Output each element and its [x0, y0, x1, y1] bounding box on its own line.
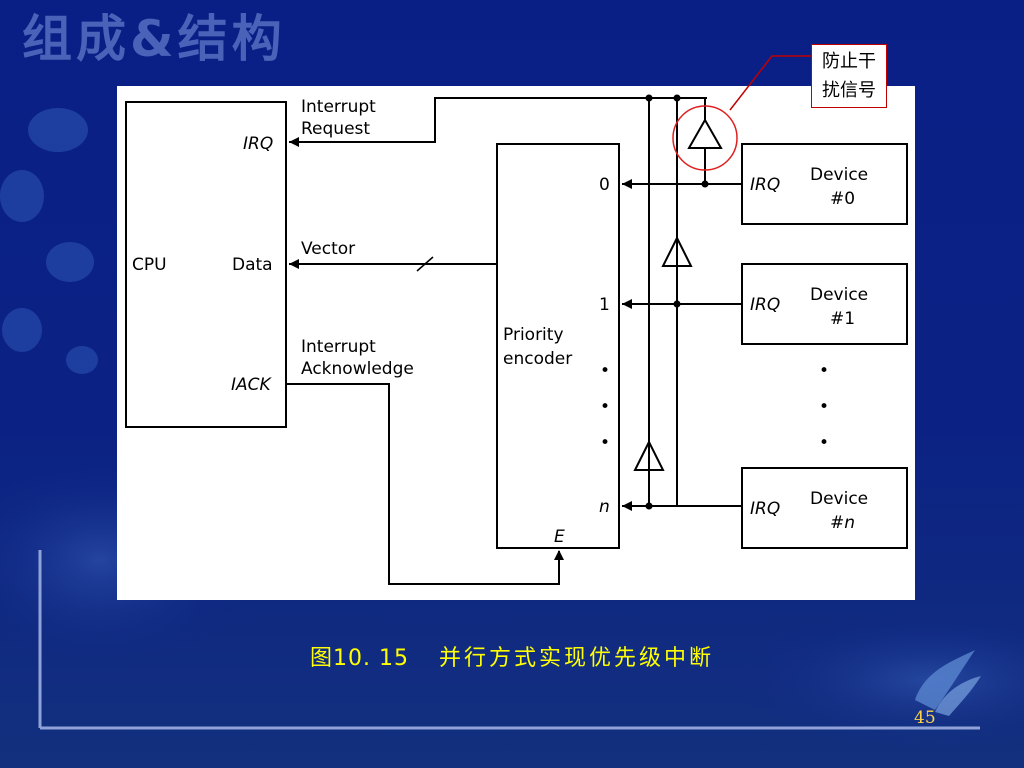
interrupt-diagram: CPU IRQ Data IACK Interrupt Request Vect…: [125, 94, 908, 585]
cpu-label: CPU: [132, 255, 167, 275]
encoder-input-1: 1: [599, 295, 610, 315]
cpu-irq-pin: IRQ: [243, 134, 273, 154]
encoder-label-1: Priority: [503, 325, 564, 345]
annotation-line-1: 防止干: [822, 51, 876, 72]
highlight-circle: [672, 105, 738, 171]
device-0-irq: IRQ: [750, 175, 780, 195]
irq-line: [289, 97, 705, 143]
buffer-0: [687, 117, 723, 149]
slide-title: 组成&结构: [22, 10, 286, 68]
iack-line: [286, 383, 560, 585]
device-dot-3: •: [819, 433, 829, 453]
interrupt-request-label-2: Request: [301, 119, 370, 139]
buffer-n: [633, 439, 665, 471]
callout-line: [729, 55, 812, 111]
encoder-input-0: 0: [599, 175, 610, 195]
encoder-box: [496, 143, 620, 549]
interrupt-ack-label-2: Acknowledge: [301, 359, 414, 379]
annotation-note: 防止干 扰信号: [811, 44, 887, 108]
caption-text: 并行方式实现优先级中断: [438, 646, 714, 671]
encoder-dot-1: •: [600, 361, 610, 381]
device-1-name-2: #1: [830, 309, 855, 329]
device-n-name-2: #n: [830, 513, 855, 533]
cpu-box: [125, 101, 287, 428]
device-box-n: [741, 467, 908, 549]
encoder-label-2: encoder: [503, 349, 572, 369]
figure-caption: 图10. 15 并行方式实现优先级中断: [310, 640, 714, 672]
cpu-data-pin: Data: [232, 255, 273, 275]
buffer-1: [661, 235, 693, 267]
device-1-irq: IRQ: [750, 295, 780, 315]
device-0-name-1: Device: [810, 165, 868, 185]
dolphin-logo: [915, 650, 981, 716]
bus-slash: [416, 256, 434, 272]
device-n-irq: IRQ: [750, 499, 780, 519]
encoder-enable: E: [554, 527, 565, 547]
page-number: 45: [914, 708, 936, 728]
device-0-name-2: #0: [830, 189, 855, 209]
device-dot-2: •: [819, 397, 829, 417]
interrupt-request-label-1: Interrupt: [301, 97, 376, 117]
caption-number: 图10. 15: [310, 646, 409, 671]
vector-label: Vector: [301, 239, 355, 259]
encoder-dot-2: •: [600, 397, 610, 417]
interrupt-ack-label-1: Interrupt: [301, 337, 376, 357]
device-1-name-1: Device: [810, 285, 868, 305]
encoder-input-n: n: [599, 497, 610, 517]
diagram-panel: CPU IRQ Data IACK Interrupt Request Vect…: [117, 86, 915, 600]
encoder-dot-3: •: [600, 433, 610, 453]
device-n-name-1: Device: [810, 489, 868, 509]
device-dot-1: •: [819, 361, 829, 381]
cpu-iack-pin: IACK: [231, 375, 273, 395]
annotation-line-2: 扰信号: [822, 80, 876, 101]
